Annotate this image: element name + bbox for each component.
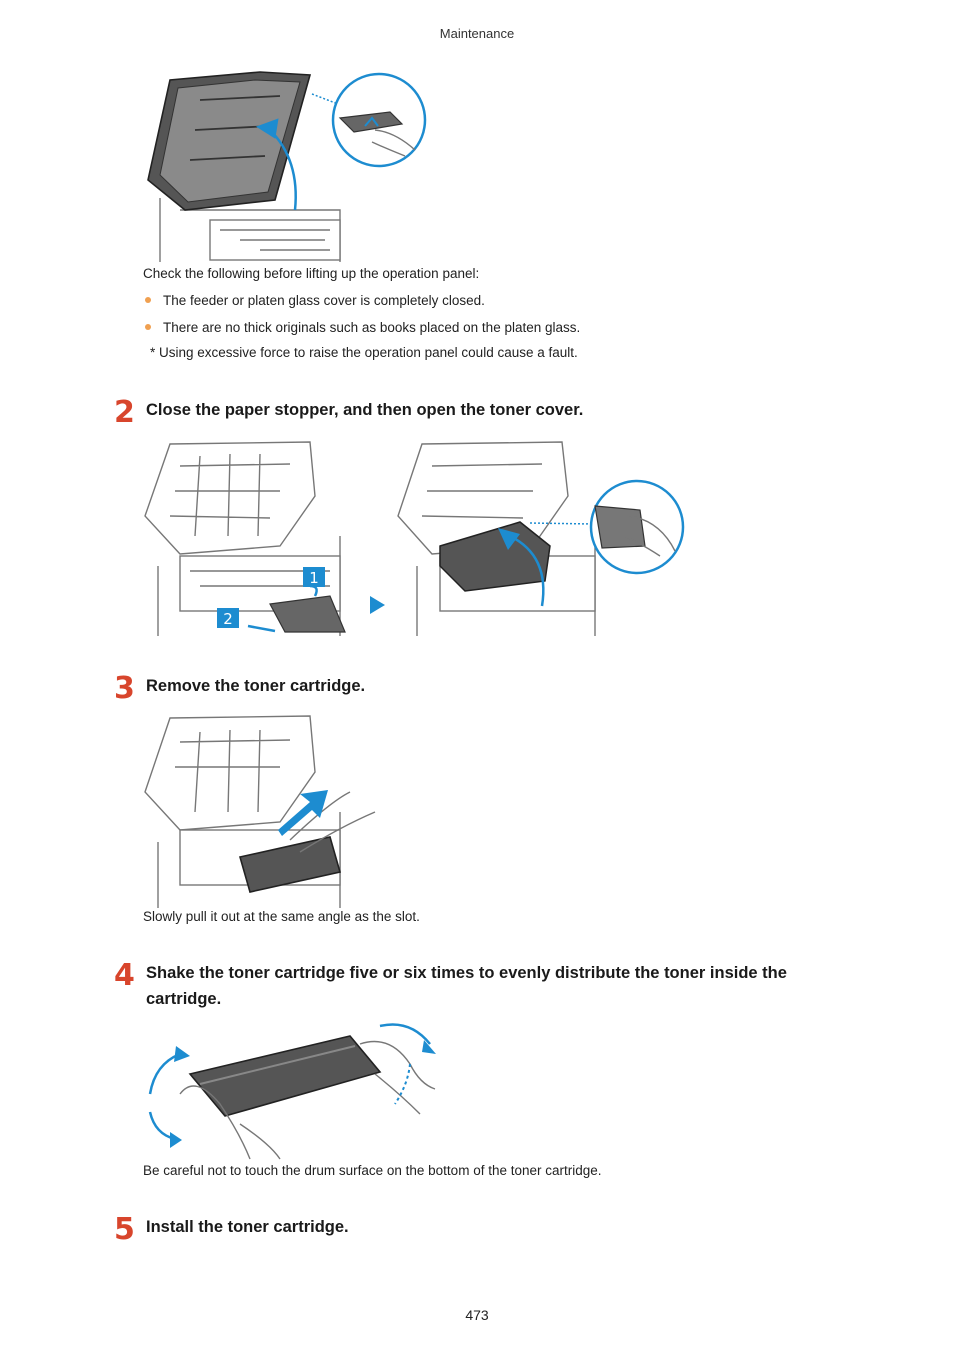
- step-title: Close the paper stopper, and then open t…: [146, 401, 584, 419]
- badge-two: 2: [223, 610, 233, 628]
- lift-operation-panel-illustration: [147, 71, 427, 262]
- step-title: Install the toner cartridge.: [146, 1218, 349, 1236]
- bullet-dot-icon: [145, 297, 151, 304]
- badge-one: 1: [309, 569, 319, 587]
- page-header: Maintenance: [439, 26, 515, 41]
- step-caption: Be careful not to touch the drum surface…: [143, 1163, 602, 1178]
- step-number: 4: [114, 958, 135, 993]
- caution-note: * Using excessive force to raise the ope…: [150, 345, 578, 360]
- step-number: 2: [114, 395, 135, 430]
- step-title: Shake the toner cartridge five or six ti…: [146, 964, 787, 982]
- bullet-item: The feeder or platen glass cover is comp…: [145, 293, 485, 308]
- step-title-continued: cartridge.: [146, 990, 222, 1008]
- check-instruction: Check the following before lifting up th…: [143, 266, 480, 281]
- bullet-text: The feeder or platen glass cover is comp…: [163, 293, 485, 308]
- bullet-text: There are no thick originals such as boo…: [163, 320, 581, 335]
- bullet-item: There are no thick originals such as boo…: [145, 320, 580, 335]
- bullet-dot-icon: [145, 324, 151, 331]
- remove-toner-illustration: [144, 715, 376, 908]
- step-number: 3: [114, 671, 135, 706]
- step-title: Remove the toner cartridge.: [146, 677, 366, 695]
- step-caption: Slowly pull it out at the same angle as …: [143, 909, 420, 924]
- open-toner-cover-illustration: 1 2: [144, 441, 685, 636]
- play-arrow-icon: [370, 596, 385, 614]
- page-number: 473: [465, 1307, 489, 1323]
- shake-toner-illustration: [148, 1023, 436, 1160]
- step-number: 5: [114, 1212, 135, 1247]
